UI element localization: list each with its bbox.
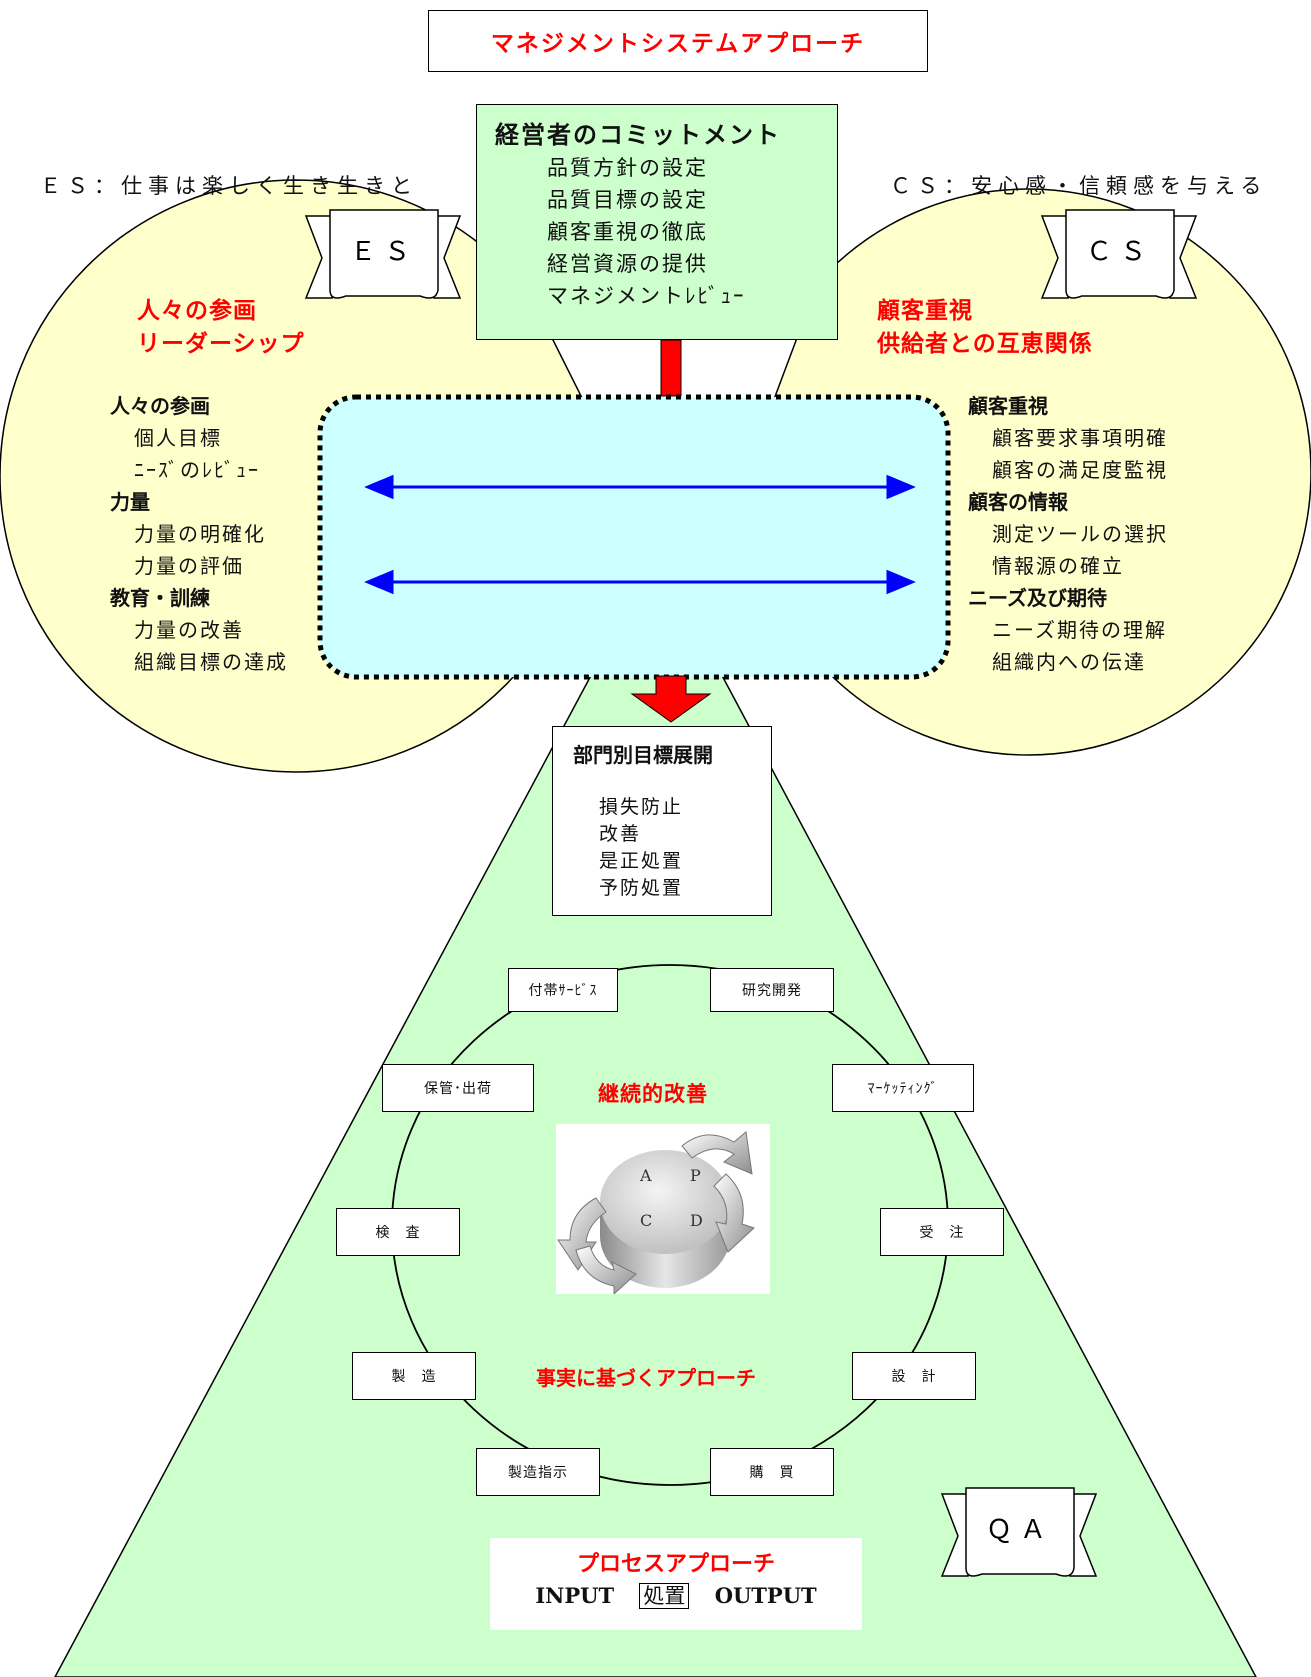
cs-list: 顧客重視 顧客要求事項明確 顧客の満足度監視 顧客の情報 測定ツールの選択 情報… (968, 390, 1168, 678)
cycle-arrow-icon (575, 1245, 637, 1296)
commitment-item: 経営資源の提供 (547, 252, 708, 276)
es-group-item: 力量の評価 (134, 554, 244, 578)
department-heading: 部門別目標展開 (573, 743, 713, 767)
es-title-line: 人々の参画 (137, 298, 257, 324)
department-item: 是正処置 (599, 850, 684, 872)
input-label: INPUT (535, 1583, 615, 1608)
cs-title-line: 供給者との互恵関係 (877, 331, 1093, 357)
es-group-item: 組織目標の達成 (134, 650, 288, 674)
process-box: 保管･出荷 (382, 1064, 534, 1112)
red-down-arrow (630, 675, 712, 723)
es-group-item: ﾆｰｽﾞのﾚﾋﾞｭｰ (134, 458, 260, 482)
fact-based-approach-label: 事実に基づくアプローチ (536, 1366, 756, 1390)
commitment-box: 経営者のコミットメント 品質方針の設定 品質目標の設定 顧客重視の徹底 経営資源… (476, 104, 838, 340)
cycle-arrow-icon (681, 1131, 753, 1175)
es-tagline: ＥＳ：仕事は楽しく生き生きと (40, 174, 418, 198)
es-title-line: リーダーシップ (137, 331, 305, 357)
cs-title-line: 顧客重視 (877, 298, 973, 324)
pdca-disc-icon: A P C D (556, 1124, 770, 1296)
process-box: ﾏｰｹｯﾃｨﾝｸﾞ (832, 1064, 974, 1112)
red-connector (660, 339, 682, 397)
process-box: 付帯ｻｰﾋﾞｽ (508, 968, 618, 1012)
continuous-improvement-label: 継続的改善 (598, 1082, 708, 1106)
process-box: 検 査 (336, 1208, 460, 1256)
pdca-letter: A (639, 1166, 652, 1185)
blue-double-arrow (364, 474, 916, 500)
commitment-item: マネジメントﾚﾋﾞｭｰ (547, 284, 746, 308)
es-banner: ＥＳ (304, 209, 462, 299)
cs-circle-title: 顧客重視 供給者との互恵関係 (877, 295, 1093, 361)
department-item: 損失防止 (599, 796, 684, 818)
blue-double-arrow (364, 569, 916, 595)
process-box: 研究開発 (710, 968, 834, 1012)
cs-group-item: ニーズ期待の理解 (992, 618, 1167, 642)
cs-group-item: 顧客要求事項明確 (992, 426, 1168, 450)
es-group-item: 力量の改善 (134, 618, 244, 642)
cs-group-item: 測定ツールの選択 (992, 522, 1168, 546)
pdca-letter: C (640, 1211, 652, 1230)
cs-group-item: 顧客の満足度監視 (992, 458, 1168, 482)
process-box: 製造指示 (476, 1448, 600, 1496)
pdca-letter: P (690, 1166, 701, 1185)
process-box: 受 注 (880, 1208, 1004, 1256)
cs-group-heading: ニーズ及び期待 (968, 586, 1107, 610)
es-group-item: 個人目標 (134, 426, 222, 450)
process-box: 購 買 (710, 1448, 834, 1496)
process-approach-note: プロセスアプローチ INPUT 処置 OUTPUT (490, 1538, 862, 1630)
process-box: 設 計 (852, 1352, 976, 1400)
es-group-heading: 人々の参画 (110, 394, 210, 418)
cs-group-item: 組織内への伝達 (992, 650, 1146, 674)
process-box: 製 造 (352, 1352, 476, 1400)
pdca-letter: D (690, 1211, 703, 1230)
cs-group-heading: 顧客重視 (968, 394, 1048, 418)
es-group-heading: 力量 (110, 490, 150, 514)
cs-group-item: 情報源の確立 (992, 554, 1124, 578)
department-item: 改善 (599, 823, 642, 845)
department-item: 予防処置 (599, 877, 684, 899)
qa-banner-text: ＱＡ (986, 1515, 1054, 1545)
process-label: 処置 (639, 1583, 690, 1609)
cs-banner: ＣＳ (1040, 209, 1198, 299)
cycle-arrow-icon (713, 1173, 755, 1253)
commitment-heading: 経営者のコミットメント (495, 121, 781, 149)
pdca-graphic: A P C D (556, 1124, 770, 1296)
cs-banner-text: ＣＳ (1086, 237, 1154, 267)
es-list: 人々の参画 個人目標 ﾆｰｽﾞのﾚﾋﾞｭｰ 力量 力量の明確化 力量の評価 教育… (110, 390, 288, 678)
commitment-item: 品質方針の設定 (547, 156, 708, 180)
cs-group-heading: 顧客の情報 (968, 490, 1068, 514)
center-box (317, 394, 951, 680)
es-circle-title: 人々の参画 リーダーシップ (137, 295, 305, 361)
es-group-item: 力量の明確化 (134, 522, 266, 546)
commitment-item: 品質目標の設定 (547, 188, 708, 212)
es-banner-text: ＥＳ (350, 237, 418, 267)
process-approach-title: プロセスアプローチ (576, 1552, 775, 1577)
output-label: OUTPUT (714, 1583, 817, 1608)
commitment-item: 顧客重視の徹底 (547, 220, 708, 244)
department-box: 部門別目標展開 損失防止 改善 是正処置 予防処置 (552, 726, 772, 916)
input-process-output: INPUT 処置 OUTPUT (490, 1580, 862, 1610)
page-title: マネジメントシステムアプローチ (428, 10, 928, 72)
cs-tagline: ＣＳ：安心感・信頼感を与える (890, 174, 1268, 198)
es-group-heading: 教育・訓練 (110, 586, 210, 610)
qa-banner: ＱＡ (940, 1487, 1098, 1577)
